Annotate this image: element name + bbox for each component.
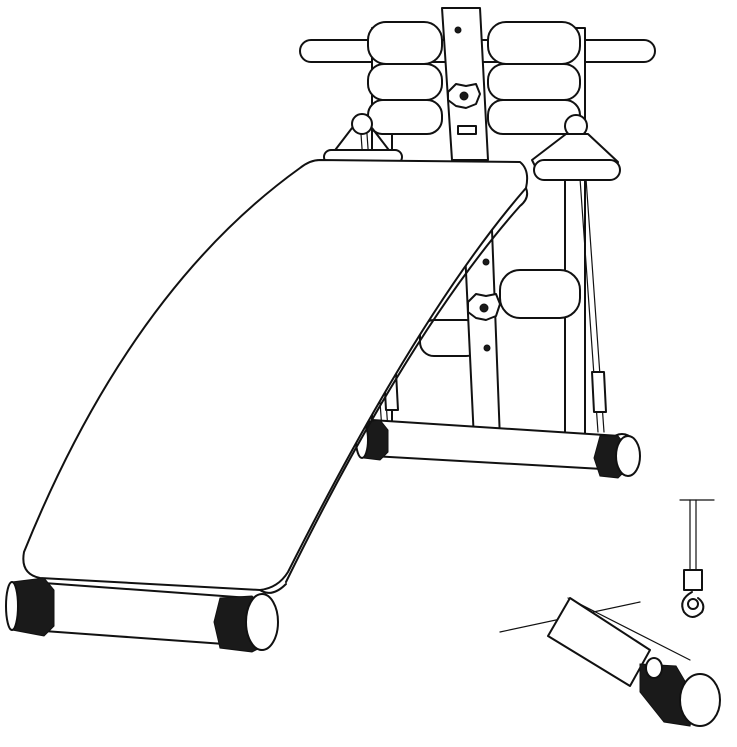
end-cap-detail bbox=[499, 597, 721, 727]
curved-seat-board bbox=[22, 159, 529, 594]
front-right-end-cap-icon bbox=[213, 593, 279, 653]
upper-adjustment-knob-icon bbox=[447, 83, 481, 109]
lower-foam-rollers bbox=[419, 269, 581, 357]
pulley-hook-detail bbox=[679, 499, 715, 618]
lower-adjustment-knob-icon bbox=[467, 293, 501, 321]
rear-right-end-cap-icon bbox=[593, 435, 641, 479]
upper-foam-rollers bbox=[367, 21, 581, 135]
center-post bbox=[441, 7, 501, 441]
right-cable-handle-icon bbox=[531, 114, 621, 181]
front-left-end-cap-icon bbox=[5, 577, 55, 637]
